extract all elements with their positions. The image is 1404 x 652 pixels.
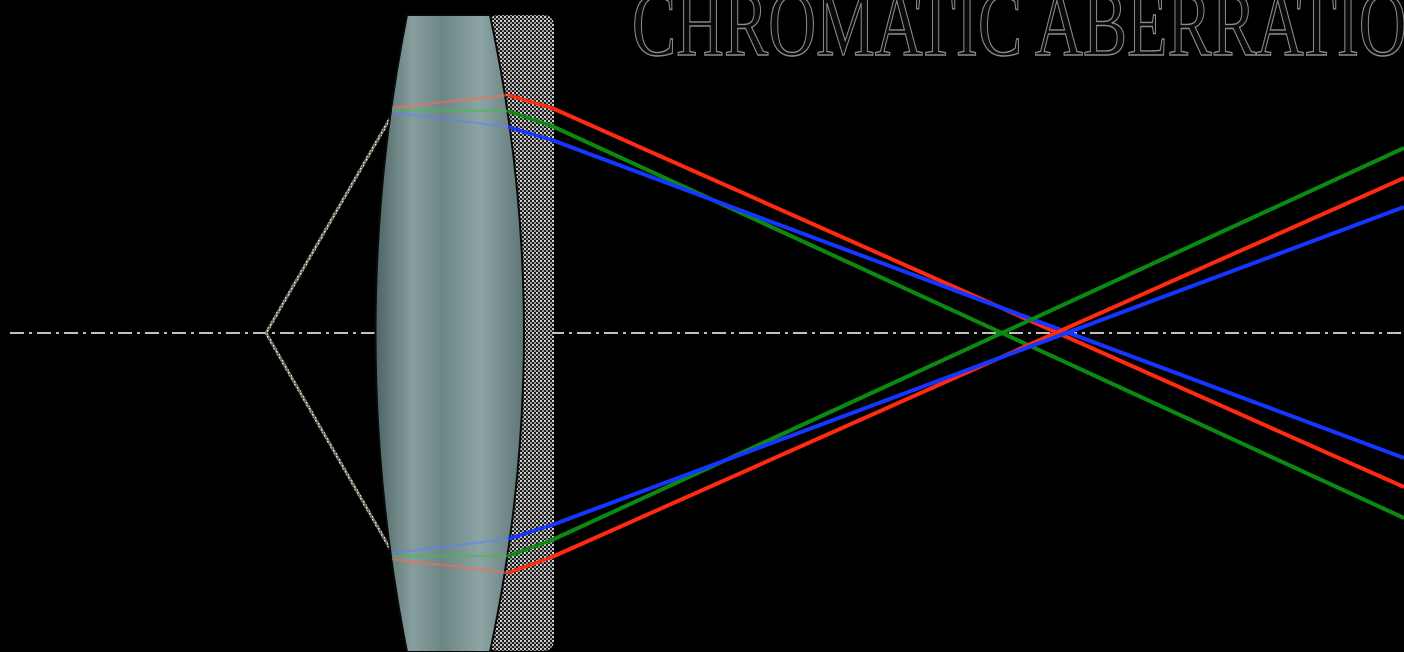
corrector-ray-red-upper — [507, 93, 553, 110]
incident-ray-upper — [264, 114, 394, 334]
corrector-rays — [507, 93, 553, 575]
ray-green-upper — [551, 124, 1404, 520]
corrector-ray-green-lower — [507, 538, 553, 558]
internal-ray-red-upper — [391, 93, 509, 110]
internal-ray-red-lower — [391, 557, 509, 575]
incident-ray-lower — [264, 332, 394, 553]
corrector-ray-blue-lower — [507, 523, 553, 541]
internal-ray-blue-upper — [391, 110, 509, 129]
refracted-rays — [551, 106, 1404, 559]
ray-green-lower — [551, 146, 1404, 542]
internal-ray-blue-lower — [391, 537, 509, 555]
diagram-title: CHROMATIC ABERRATION CO — [631, 0, 1404, 75]
internal-ray-green-upper — [391, 108, 509, 113]
corrector-ray-red-lower — [507, 555, 553, 575]
corrector-ray-green-upper — [507, 109, 553, 128]
biconvex-lens — [374, 14, 525, 652]
ray-blue-upper — [551, 138, 1404, 460]
internal-rays — [391, 93, 509, 575]
ray-blue-lower — [551, 205, 1404, 527]
corrector-ray-blue-upper — [507, 125, 553, 142]
